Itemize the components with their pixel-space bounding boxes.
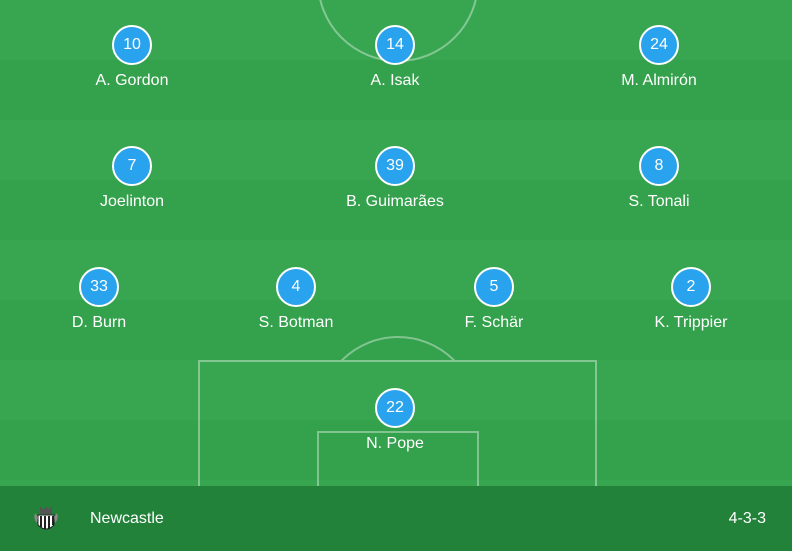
player-burn[interactable]: 33 D. Burn — [9, 267, 189, 332]
player-number: 10 — [112, 25, 152, 65]
player-gordon[interactable]: 10 A. Gordon — [42, 25, 222, 90]
player-name: A. Isak — [370, 72, 420, 89]
formation-label: 4-3-3 — [728, 509, 766, 527]
penalty-box — [198, 360, 597, 486]
team-footer: Newcastle 4-3-3 — [0, 486, 792, 551]
player-name: F. Schär — [464, 314, 524, 331]
player-isak[interactable]: 14 A. Isak — [305, 25, 485, 90]
player-name: D. Burn — [71, 314, 127, 331]
player-almiron[interactable]: 24 M. Almirón — [569, 25, 749, 90]
player-number: 2 — [671, 267, 711, 307]
player-name: Joelinton — [99, 193, 165, 210]
player-joelinton[interactable]: 7 Joelinton — [42, 146, 222, 211]
player-pope[interactable]: 22 N. Pope — [305, 388, 485, 453]
player-number: 7 — [112, 146, 152, 186]
player-guimaraes[interactable]: 39 B. Guimarães — [305, 146, 485, 211]
player-name: S. Tonali — [628, 193, 690, 210]
player-name: M. Almirón — [621, 72, 697, 89]
player-number: 4 — [276, 267, 316, 307]
player-botman[interactable]: 4 S. Botman — [206, 267, 386, 332]
goal-box — [317, 431, 479, 486]
pitch: 10 A. Gordon 14 A. Isak 24 M. Almirón 7 … — [0, 0, 792, 486]
newcastle-crest-icon — [34, 506, 58, 529]
player-name: N. Pope — [366, 435, 424, 452]
player-name: S. Botman — [258, 314, 334, 331]
player-trippier[interactable]: 2 K. Trippier — [601, 267, 781, 332]
player-name: B. Guimarães — [346, 193, 444, 210]
player-number: 24 — [639, 25, 679, 65]
player-number: 8 — [639, 146, 679, 186]
player-number: 39 — [375, 146, 415, 186]
player-name: A. Gordon — [95, 72, 169, 89]
player-number: 33 — [79, 267, 119, 307]
player-number: 5 — [474, 267, 514, 307]
player-name: K. Trippier — [654, 314, 728, 331]
player-number: 22 — [375, 388, 415, 428]
player-tonali[interactable]: 8 S. Tonali — [569, 146, 749, 211]
team-name: Newcastle — [90, 509, 164, 527]
player-schar[interactable]: 5 F. Schär — [404, 267, 584, 332]
player-number: 14 — [375, 25, 415, 65]
